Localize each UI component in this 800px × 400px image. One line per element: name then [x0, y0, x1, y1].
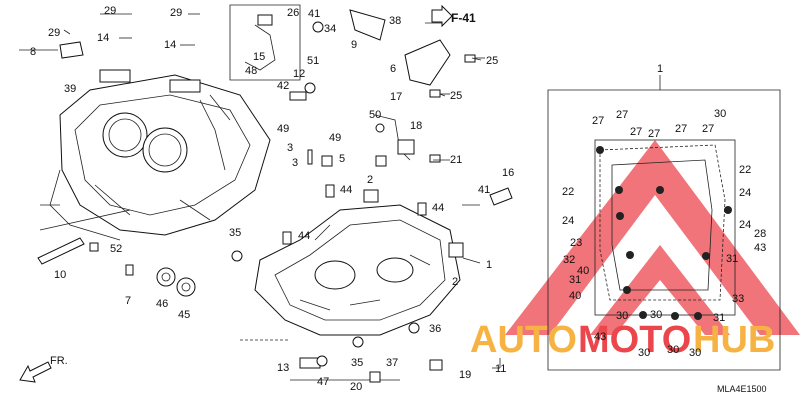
callout-24c: 24 [739, 219, 751, 231]
callout-6: 6 [390, 63, 396, 75]
callout-30b: 30 [616, 310, 628, 322]
watermark-text-1: AUTO [470, 319, 577, 361]
callout-40b: 40 [569, 290, 581, 302]
callout-2b: 2 [452, 276, 458, 288]
callout-numbers: 1 1 2 2 3 3 5 6 7 8 9 10 11 12 13 14 14 … [30, 5, 766, 393]
callout-3b: 3 [292, 157, 298, 169]
callout-33: 33 [732, 293, 744, 305]
watermark-text-3: HUB [693, 319, 775, 361]
callout-7: 7 [125, 295, 131, 307]
callout-35a: 35 [229, 227, 241, 239]
callout-31c: 31 [713, 312, 725, 324]
callout-41b: 41 [478, 184, 490, 196]
callout-39: 39 [64, 83, 76, 95]
callout-19: 19 [459, 369, 471, 381]
callout-31a: 31 [726, 253, 738, 265]
callout-23: 23 [570, 237, 582, 249]
callout-37: 37 [386, 357, 398, 369]
callout-8: 8 [30, 46, 36, 58]
callout-43a: 43 [754, 242, 766, 254]
callout-21: 21 [450, 154, 462, 166]
callout-14a: 14 [97, 32, 109, 44]
callout-48: 48 [245, 65, 257, 77]
oil-pan-gasket [594, 139, 736, 316]
callout-30c: 30 [650, 309, 662, 321]
front-arrow-icon: FR. [19, 355, 68, 383]
callout-44a: 44 [340, 184, 352, 196]
callout-50: 50 [369, 109, 381, 121]
callout-18: 18 [410, 120, 422, 132]
callout-22a: 22 [739, 164, 751, 176]
callout-41a: 41 [308, 8, 320, 20]
callout-30f: 30 [689, 347, 701, 359]
callout-14b: 14 [164, 39, 176, 51]
callout-30a: 30 [714, 108, 726, 120]
callout-38: 38 [389, 15, 401, 27]
callout-40a: 40 [577, 265, 589, 277]
callout-29b: 29 [104, 5, 116, 17]
reference-arrow: F-41 [431, 4, 476, 28]
callout-45: 45 [178, 309, 190, 321]
callout-51: 51 [307, 55, 319, 67]
callout-34: 34 [324, 23, 336, 35]
small-parts [37, 9, 732, 383]
diagram-code: MLA4E1500 [717, 384, 767, 394]
callout-49a: 49 [277, 123, 289, 135]
leader-lines [19, 13, 661, 369]
callout-1b: 1 [486, 259, 492, 271]
callout-52: 52 [110, 243, 122, 255]
callout-25b: 25 [450, 90, 462, 102]
upper-crankcase [49, 69, 271, 241]
watermark-logo: AUTO MOTO HUB [470, 140, 800, 361]
callout-1: 1 [657, 63, 663, 75]
callout-30e: 30 [667, 344, 679, 356]
callout-30d: 30 [638, 347, 650, 359]
callout-25a: 25 [486, 55, 498, 67]
callout-22b: 22 [562, 186, 574, 198]
callout-31b: 31 [569, 274, 581, 286]
callout-2a: 2 [367, 174, 373, 186]
callout-35b: 35 [351, 357, 363, 369]
callout-27f: 27 [702, 123, 714, 135]
callout-24a: 24 [739, 187, 751, 199]
callout-42: 42 [277, 80, 289, 92]
callout-5: 5 [339, 153, 345, 165]
callout-26: 26 [287, 7, 299, 19]
callout-46: 46 [156, 298, 168, 310]
watermark-text-2: MOTO [578, 319, 691, 361]
callout-44b: 44 [298, 230, 310, 242]
callout-11: 11 [495, 363, 506, 375]
callout-49b: 49 [329, 132, 341, 144]
callout-32: 32 [563, 254, 575, 266]
callout-10: 10 [54, 269, 66, 281]
callout-47: 47 [317, 376, 329, 388]
callout-27b: 27 [616, 109, 628, 121]
callout-9: 9 [351, 39, 357, 51]
callout-27e: 27 [675, 123, 687, 135]
callout-43b: 43 [594, 331, 606, 343]
callout-15: 15 [253, 51, 265, 63]
callout-12: 12 [293, 68, 305, 80]
front-label: FR. [50, 355, 68, 367]
callout-29c: 29 [170, 7, 182, 19]
callout-36: 36 [429, 323, 441, 335]
callout-16: 16 [502, 167, 514, 179]
callout-29a: 29 [48, 27, 60, 39]
lower-crankcase [254, 204, 461, 336]
callout-28: 28 [754, 228, 766, 240]
callout-13: 13 [277, 362, 289, 374]
callout-27a: 27 [592, 115, 604, 127]
callout-24b: 24 [562, 215, 574, 227]
group-outlines [39, 4, 781, 381]
callout-27c: 27 [630, 126, 642, 138]
callout-3a: 3 [287, 142, 293, 154]
callout-20: 20 [350, 381, 362, 393]
callout-44c: 44 [432, 202, 444, 214]
ref-label: F-41 [451, 11, 476, 25]
callout-27d: 27 [648, 128, 660, 140]
callout-17: 17 [390, 91, 402, 103]
